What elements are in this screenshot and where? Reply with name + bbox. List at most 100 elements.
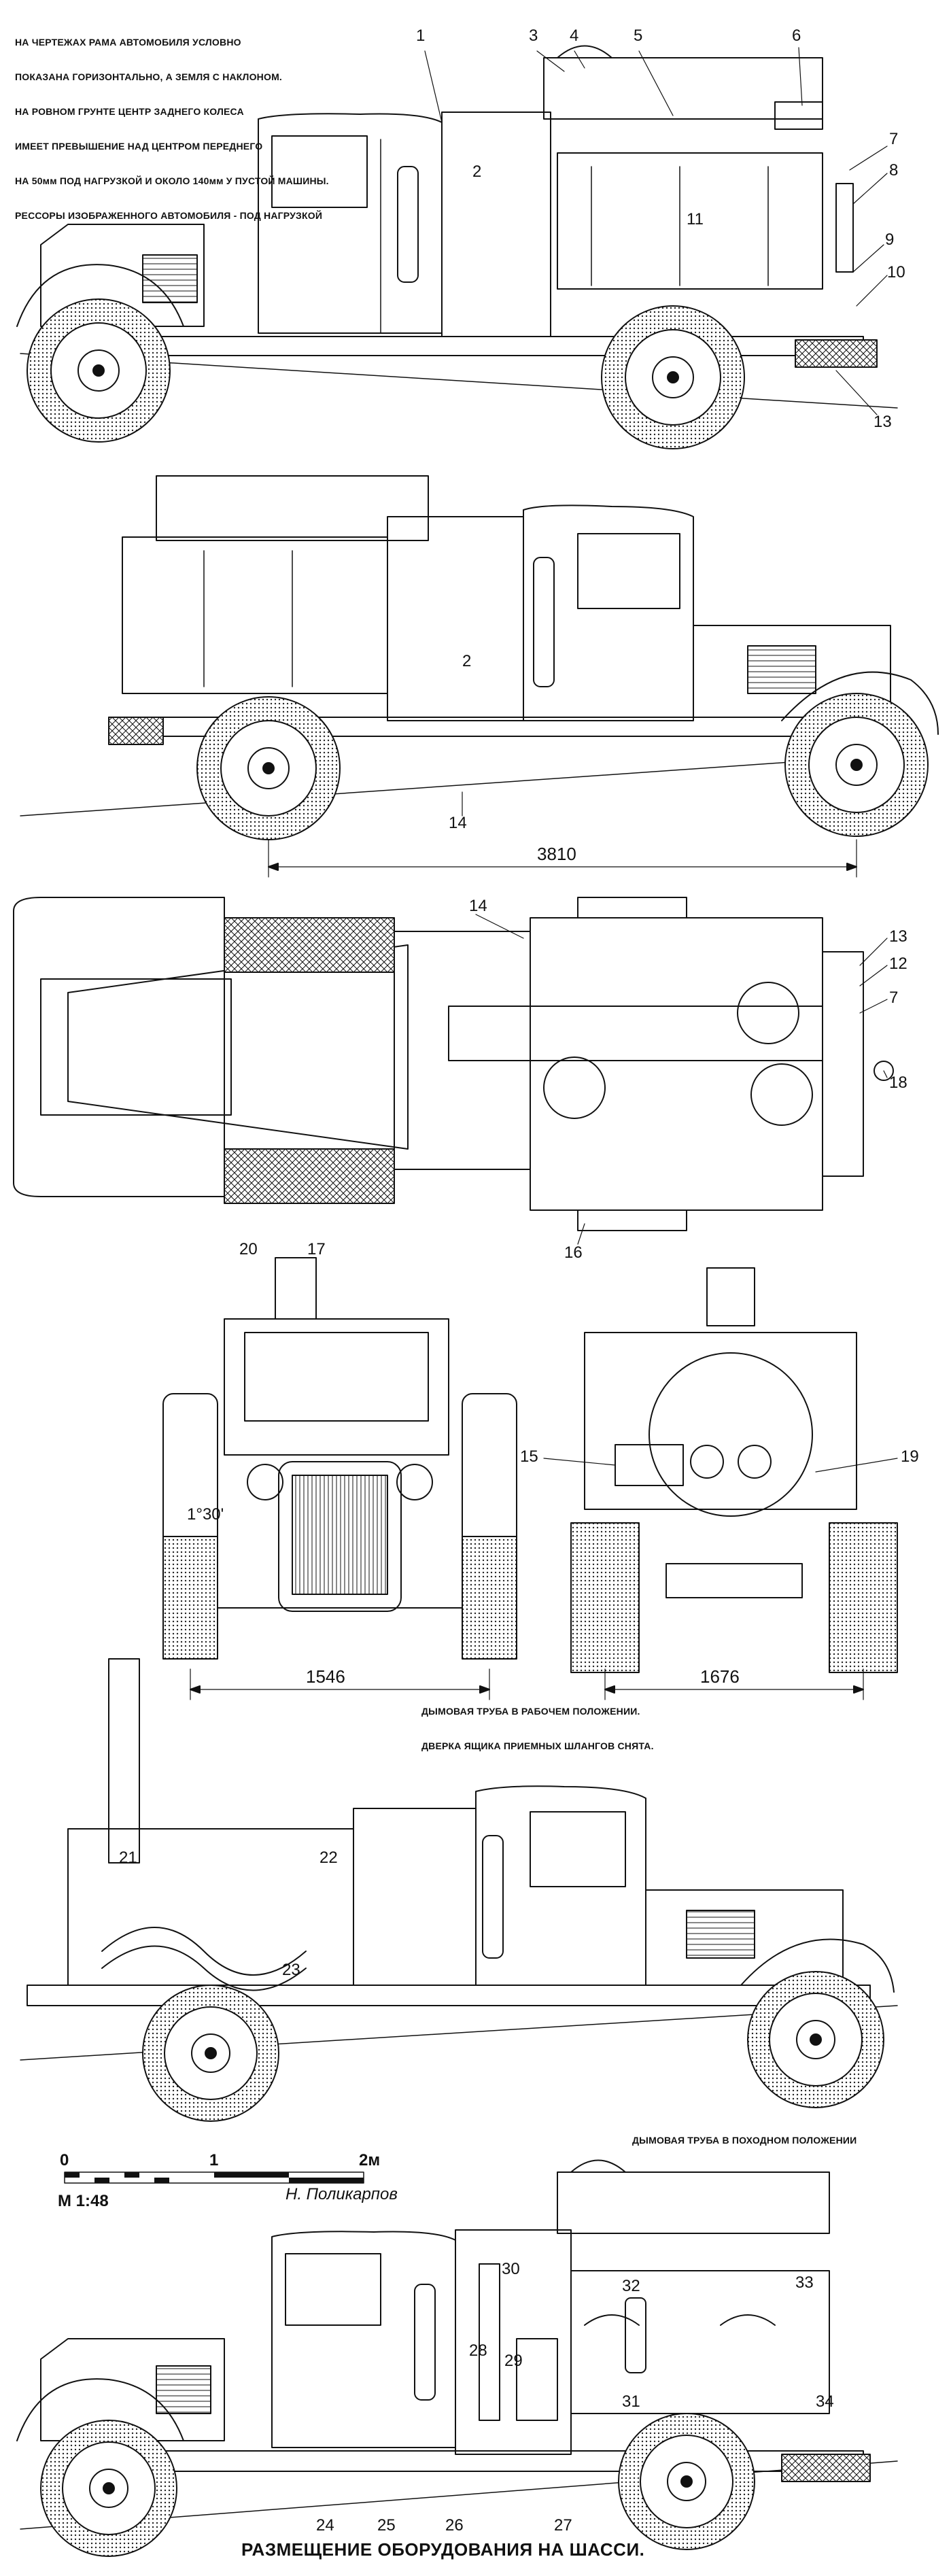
rear-bumper-grid	[795, 339, 878, 368]
callout-26: 26	[445, 2516, 464, 2535]
front-fender-right	[462, 1393, 517, 1558]
spare-wheel-bottom	[577, 1209, 687, 1231]
scale-tick-2: 2м	[359, 2151, 380, 2169]
headlamp-left	[247, 1464, 283, 1500]
fire-extinguisher	[397, 166, 419, 283]
callout-30: 30	[502, 2260, 520, 2278]
cab	[258, 113, 443, 334]
callout-1: 1	[416, 27, 425, 45]
rear-tire-right	[829, 1522, 898, 1673]
hood-louvres	[156, 2365, 211, 2414]
cab	[475, 1785, 646, 1986]
body-compartment	[387, 516, 524, 721]
front-fender-left	[162, 1393, 218, 1558]
wheelbase-dimension: 3810	[537, 844, 576, 864]
callout-25: 25	[377, 2516, 396, 2535]
tread-plate-bottom	[224, 1148, 395, 1204]
cab-window	[285, 2253, 381, 2326]
callout-24: 24	[316, 2516, 334, 2535]
equipment-box	[557, 152, 823, 290]
cab-window	[577, 533, 680, 609]
steer-angle-label: 1°30'	[187, 1505, 224, 1524]
upper-tank	[156, 475, 429, 541]
callout-17: 17	[307, 1240, 326, 1258]
front-fender	[781, 671, 939, 735]
fire-extinguisher	[482, 1835, 504, 1959]
frame-rail	[27, 1985, 871, 2006]
cab	[523, 504, 694, 721]
fire-extinguisher	[533, 557, 555, 687]
marching-position-note: ДЫМОВАЯ ТРУБА В ПОХОДНОМ ПОЛОЖЕНИИ	[632, 2135, 857, 2146]
tank-end	[649, 1352, 813, 1517]
callout-7: 7	[889, 130, 898, 148]
body-compartment	[353, 1808, 477, 1986]
front-fender	[740, 1938, 895, 1993]
tank-dome	[557, 45, 612, 58]
suction-reel-right	[750, 1063, 813, 1126]
top-note: НА ЧЕРТЕЖАХ РАМА АВТОМОБИЛЯ УСЛОВНО ПОКА…	[15, 14, 329, 233]
rear-bumper-grid	[108, 717, 164, 745]
working-note-line: ДЫМОВАЯ ТРУБА В РАБОЧЕМ ПОЛОЖЕНИИ.	[421, 1706, 640, 1717]
rear-track-dimension: 1676	[700, 1666, 740, 1687]
equipment-layout-view	[16, 2159, 898, 2557]
rear-hatch	[615, 1444, 684, 1486]
callout-23: 23	[282, 1961, 300, 1979]
extinguisher-in-box	[625, 2297, 646, 2373]
top-note-line: НА 50мм ПОД НАГРУЗКОЙ И ОКОЛО 140мм У ПУ…	[15, 175, 329, 186]
tank-dome	[570, 2159, 626, 2173]
front-fender-top	[13, 897, 225, 1197]
hood-louvres	[747, 645, 816, 694]
callout-15: 15	[520, 1447, 538, 1466]
working-position-note: ДЫМОВАЯ ТРУБА В РАБОЧЕМ ПОЛОЖЕНИИ. ДВЕРК…	[421, 1683, 654, 1764]
rear-axle-housing	[665, 1563, 803, 1598]
rear-tire-left	[570, 1522, 640, 1673]
callout-7-top: 7	[889, 989, 898, 1007]
suction-hose	[101, 1927, 307, 1976]
front-fender	[16, 2378, 184, 2441]
callout-21: 21	[119, 1849, 137, 1867]
callout-14-top: 14	[469, 897, 487, 915]
scale-tick-0: 0	[60, 2151, 69, 2169]
smoke-pipe-end	[706, 1267, 755, 1326]
spare-wheel-top	[577, 897, 687, 918]
equipment-box	[122, 536, 388, 694]
callout-27: 27	[554, 2516, 572, 2535]
top-note-line: НА РОВНОМ ГРУНТЕ ЦЕНТР ЗАДНЕГО КОЛЕСА	[15, 106, 244, 117]
callout-11: 11	[687, 210, 704, 228]
working-position-view	[20, 1658, 898, 2122]
rear-ladder	[835, 183, 854, 273]
front-wheel	[27, 298, 171, 443]
rear-valve	[774, 101, 823, 130]
top-note-line: ИМЕЕТ ПРЕВЫШЕНИЕ НАД ЦЕНТРОМ ПЕРЕДНЕГО	[15, 141, 263, 152]
callout-10: 10	[887, 263, 905, 281]
front-wheel	[784, 693, 929, 837]
headlamp-right	[396, 1464, 433, 1500]
upper-tank	[557, 2171, 830, 2234]
scale-tick-1: 1	[209, 2151, 218, 2169]
callout-3: 3	[529, 27, 538, 45]
callout-29: 29	[504, 2352, 523, 2370]
cab-window	[530, 1811, 626, 1887]
callout-34: 34	[816, 2392, 834, 2411]
top-note-line: НА ЧЕРТЕЖАХ РАМА АВТОМОБИЛЯ УСЛОВНО	[15, 37, 241, 48]
top-note-line: РЕССОРЫ ИЗОБРАЖЕННОГО АВТОМОБИЛЯ - ПОД Н…	[15, 210, 323, 221]
front-wheel	[40, 2420, 177, 2557]
vertical-pipe	[479, 2263, 500, 2421]
callout-31: 31	[622, 2392, 640, 2411]
page-caption: РАЗМЕЩЕНИЕ ОБОРУДОВАНИЯ НА ШАССИ.	[241, 2539, 645, 2560]
front-track-dimension: 1546	[306, 1666, 345, 1687]
equipment-box	[570, 2270, 830, 2414]
windshield	[244, 1332, 429, 1422]
rear-wheel	[142, 1985, 279, 2122]
rear-wheel	[601, 305, 745, 449]
callout-22: 22	[319, 1849, 338, 1867]
hose-hook	[720, 2314, 776, 2326]
radiator-grille	[292, 1475, 388, 1595]
body-compartment	[441, 111, 551, 337]
callout-2-right: 2	[462, 652, 471, 670]
top-view	[13, 897, 894, 1245]
right-side-view	[20, 475, 939, 878]
front-wheel	[747, 1971, 884, 2108]
searchlight	[275, 1257, 317, 1320]
